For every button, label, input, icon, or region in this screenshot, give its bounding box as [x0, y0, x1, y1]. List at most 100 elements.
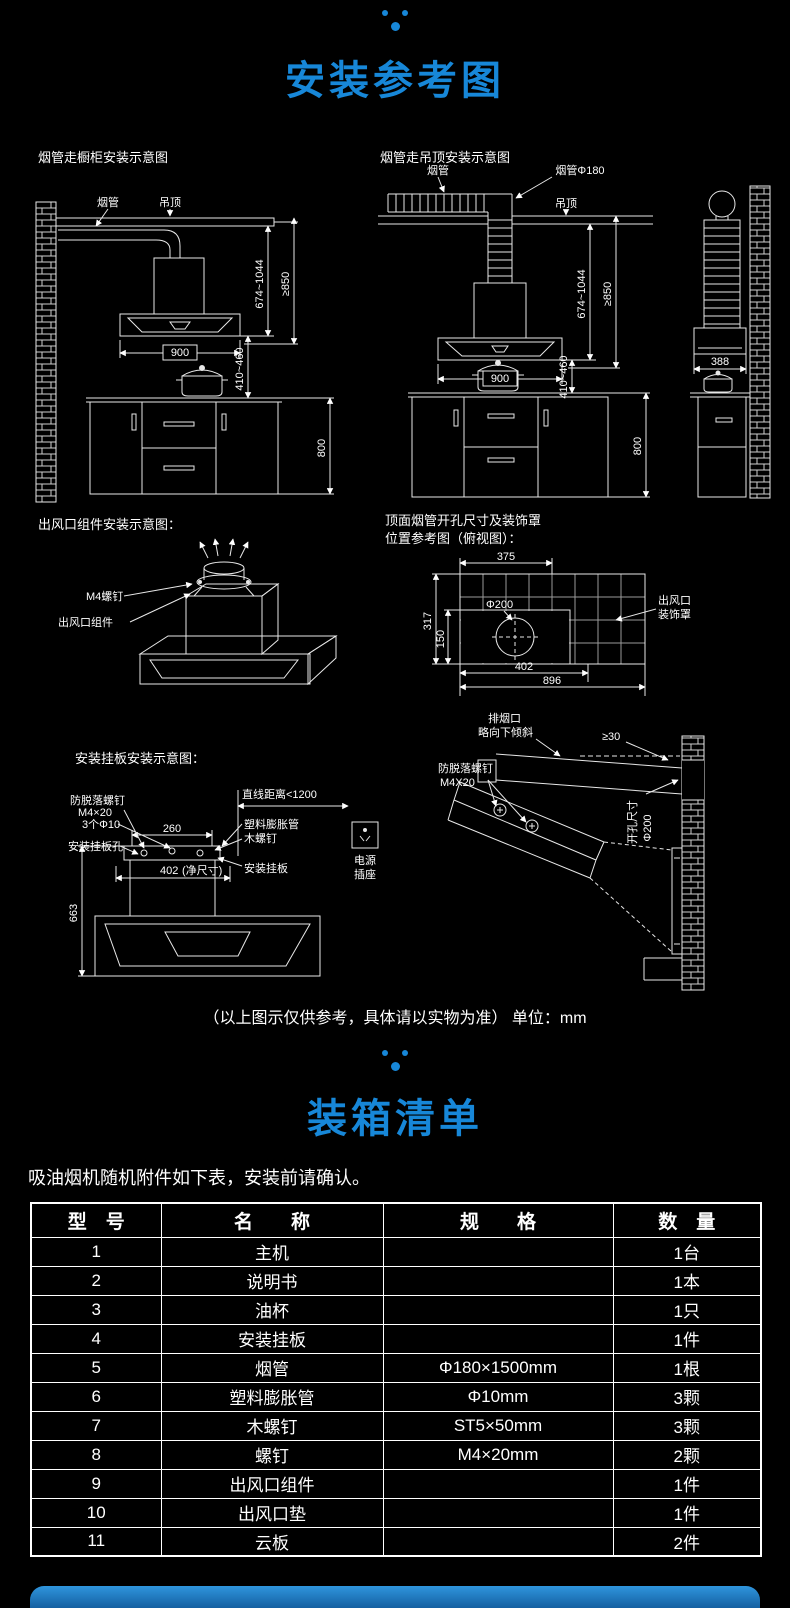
table-cell: M4×20mm [382, 1439, 614, 1470]
dim-896-label: 896 [543, 675, 561, 687]
table-cell: Φ180×1500mm [382, 1352, 614, 1383]
table-cell: 1 [30, 1236, 162, 1267]
section-title-ceiling-duct: 烟管走吊顶安装示意图 [380, 150, 511, 165]
base-cabinet [411, 396, 609, 498]
table-cell: 2颗 [612, 1439, 762, 1470]
dot-icon [382, 1050, 388, 1056]
table-cell: 3 [30, 1294, 162, 1325]
table-cell: 安装挂板 [160, 1323, 384, 1354]
ceiling-drawing [378, 176, 771, 499]
section-title-outlet: 出风口组件安装示意图： [38, 517, 182, 532]
anti-drop-screw-label-line2: M4X20 [440, 777, 475, 789]
table-cell [382, 1526, 614, 1557]
table-cell [382, 1468, 614, 1499]
dim-317-label: 317 [422, 612, 434, 630]
table-cell: 8 [30, 1439, 162, 1470]
plate-holes-label: 安装挂板孔 [68, 839, 123, 853]
dim-674-1044-label: 674~1044 [576, 269, 588, 318]
table-header-row: 型 号 名 称 规 格 数 量 [30, 1202, 762, 1238]
hood-body [94, 915, 321, 977]
hood-base-3d [139, 653, 311, 685]
table-cell: 7 [30, 1410, 162, 1441]
decorative-dots-middle [0, 1050, 790, 1071]
cabinet-drawing [35, 201, 334, 503]
dim-800-label: 800 [316, 439, 328, 457]
hole-diameter-label: Φ200 [486, 599, 513, 611]
reference-note: （以上图示仅供参考，具体请以实物为准） 单位：mm [203, 1010, 587, 1027]
dot-icon [402, 1050, 408, 1056]
duct-vertical [487, 194, 513, 283]
table-cell: 9 [30, 1468, 162, 1499]
table-cell [382, 1265, 614, 1296]
mounting-plate-diagram: 防脱落螺钉 M4×20 3个Φ10 安装挂板孔 260 402 (净尺寸) 66… [68, 787, 379, 977]
dim-900-label: 900 [171, 347, 189, 359]
wall-drawing [447, 735, 705, 991]
hood-outlet-collar [477, 759, 497, 783]
exhaust-label-line1: 排烟口 [488, 711, 521, 725]
table-header-name: 名 称 [160, 1202, 384, 1238]
table-header-spec: 规 格 [382, 1202, 614, 1238]
table-cell: 1件 [612, 1497, 762, 1528]
table-cell: 木螺钉 [160, 1410, 384, 1441]
ceiling-label: 吊顶 [159, 196, 181, 209]
expansion-tube-label: 塑料膨胀管 [244, 817, 299, 831]
duct-label: 烟管 [97, 195, 119, 209]
wood-screw-label: 木螺钉 [244, 832, 277, 845]
hole-size-label-line1: 开孔尺寸 [625, 800, 639, 844]
duct-horizontal [387, 193, 512, 213]
power-socket-icon [351, 821, 379, 849]
table-cell [382, 1323, 614, 1354]
dim-402-label: 402 [160, 865, 178, 877]
anti-drop-screw-label-line1: 防脱落螺钉 [438, 761, 493, 775]
dim-410-460-label: 410~460 [558, 355, 570, 398]
section-title-topview-line1: 顶面烟管开孔尺寸及装饰罩 [385, 513, 542, 528]
screw-mark [493, 803, 507, 817]
duct-line [58, 239, 171, 258]
table-cell: 1只 [612, 1294, 762, 1325]
table-cell [382, 1294, 614, 1325]
section-title-cabinet-duct: 烟管走橱柜安装示意图 [38, 150, 169, 165]
holes-label: 3个Φ10 [82, 818, 120, 831]
anti-drop-spec-label: M4×20 [78, 807, 112, 819]
dim-30-label: ≥30 [602, 731, 620, 743]
hood-body [437, 337, 563, 361]
table-cell: 出风口垫 [160, 1497, 384, 1528]
table-cell: Φ10mm [382, 1381, 614, 1412]
table-cell: 1件 [612, 1323, 762, 1354]
power-label-line1: 电源 [354, 853, 376, 867]
countertop [408, 392, 608, 398]
distance-label: 直线距离<1200 [242, 787, 317, 801]
dim-260-label: 260 [163, 823, 181, 835]
outlet-assembly-diagram: M4螺钉 出风口组件 [58, 538, 338, 686]
table-cell: 2 [30, 1265, 162, 1296]
table-cell: 3颗 [612, 1381, 762, 1412]
mounting-plate-label: 安装挂板 [244, 861, 288, 875]
outlet-cylinder [203, 561, 245, 575]
hood-side [693, 327, 747, 355]
table-cell: 2件 [612, 1526, 762, 1557]
wall-bracket [643, 957, 682, 981]
outlet-drawing [123, 538, 338, 686]
hood-chimney-3d [185, 595, 263, 655]
dot-icon [402, 10, 408, 16]
duct-outlet-circle [708, 190, 736, 218]
wall-plate [671, 847, 683, 955]
table-cell [382, 1497, 614, 1528]
hole-size-label-line2: Φ200 [642, 814, 654, 841]
cover-label-line2: 装饰罩 [658, 607, 691, 621]
decorative-dots-top [0, 10, 790, 31]
table-cell: 云板 [160, 1526, 384, 1557]
wall-duct-diagram: 排烟口 略向下倾斜 ≥30 防脱落螺钉 M4X20 开孔尺寸 Φ200 [438, 711, 705, 991]
packing-intro: 吸油烟机随机附件如下表，安装前请确认。 [28, 1168, 370, 1188]
hood-chimney [473, 282, 527, 339]
table-cell: 螺钉 [160, 1439, 384, 1470]
table-cell [382, 1236, 614, 1267]
hood-body [119, 313, 241, 337]
